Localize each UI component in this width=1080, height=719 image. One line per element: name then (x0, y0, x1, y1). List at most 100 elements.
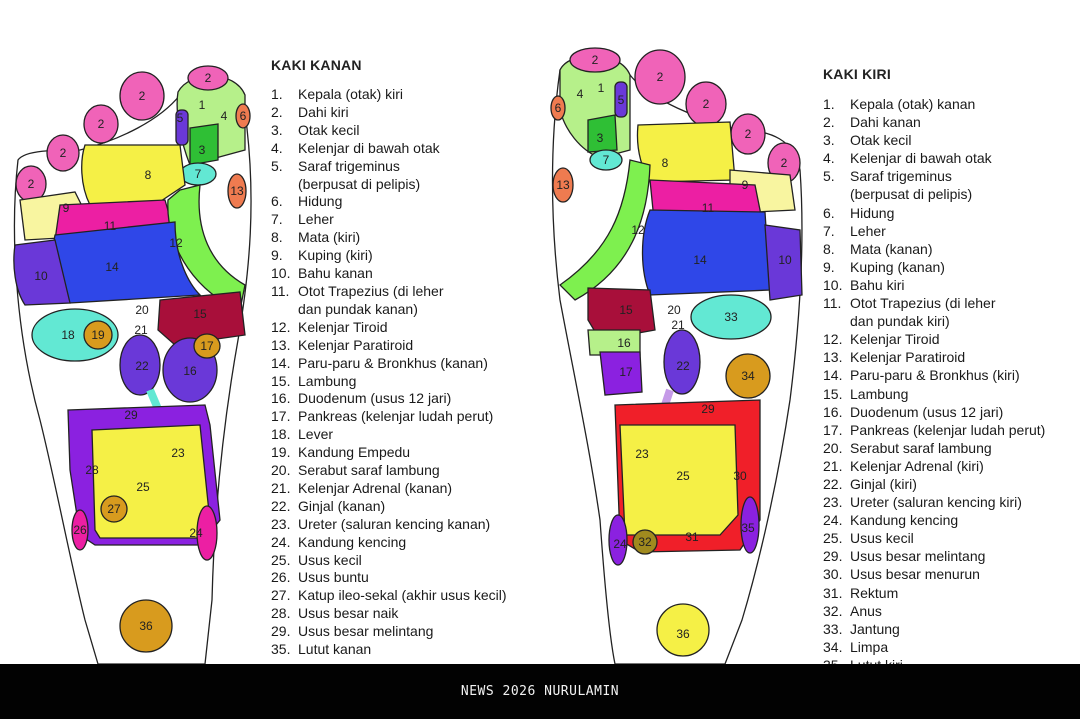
legend-item-number: 21. (823, 457, 843, 474)
legend-item-text: Anus (850, 602, 882, 619)
zone-36 (656, 603, 710, 657)
zone-2-big-toe (187, 65, 229, 91)
zone-10 (13, 239, 71, 306)
legend-item-number: 18. (271, 426, 291, 443)
legend-item-number: 7. (823, 222, 835, 239)
zone-number-label: 2 (745, 127, 752, 141)
legend-item: 20.Serabut saraf lambung (271, 462, 507, 480)
legend-item-number: 23. (271, 515, 291, 532)
zone-10 (764, 224, 803, 301)
zone-number-label: 27 (107, 502, 121, 516)
zone-number-label: 11 (104, 219, 117, 233)
legend-item: 11.Otot Trapezius (di leher (271, 283, 507, 301)
legend-item-text: Otot Trapezius (di leher (850, 295, 996, 312)
legend-item-text: Paru-paru & Bronkhus (kanan) (298, 354, 488, 371)
legend-item-number: 34. (823, 638, 843, 655)
zone-number-label: 25 (676, 469, 690, 483)
legend-item-text: Usus buntu (298, 569, 369, 586)
zone-5 (175, 109, 189, 146)
legend-item: 11.Otot Trapezius (di leher (823, 294, 1045, 312)
legend-item: 12.Kelenjar Tiroid (271, 319, 507, 337)
legend-item-text: Kandung Empedu (298, 444, 411, 461)
legend-item-text: Ureter (saluran kencing kiri) (850, 494, 1022, 511)
legend-item-text: Lambung (298, 372, 357, 389)
legend-item: 20.Serabut saraf lambung (823, 439, 1045, 457)
zone-number-label: 5 (618, 93, 625, 107)
legend-item-text: Hidung (298, 193, 343, 210)
zone-19 (83, 320, 113, 350)
legend-item: 27.Katup ileo-sekal (akhir usus kecil) (271, 587, 507, 605)
legend-item-number: 24. (271, 533, 291, 550)
foot-kaki-kiri (550, 47, 803, 664)
zone-number-label: 21 (134, 323, 148, 337)
zone-number-label: 12 (169, 236, 183, 250)
legend-item: (berpusat di pelipis) (823, 185, 1045, 203)
legend-item: 6.Hidung (823, 204, 1045, 222)
legend-item-text: Kelenjar Adrenal (kanan) (298, 479, 453, 496)
legend-item-text: dan pundak kiri) (850, 313, 950, 330)
legend-item-number: 10. (271, 265, 291, 282)
legend-item-number: 4. (271, 139, 283, 156)
zone-17 (599, 351, 643, 396)
legend-item-text: Usus besar melintang (850, 548, 986, 565)
legend-item-text: Mata (kanan) (850, 240, 933, 257)
zone-number-label: 2 (781, 156, 788, 170)
caption-bar: NEWS 2026 NURULAMIN (0, 664, 1080, 719)
zone-25 (619, 424, 739, 536)
legend-item-number: 12. (823, 331, 843, 348)
zone-number-label: 4 (221, 109, 228, 123)
legend-item-text: Leher (850, 222, 886, 239)
legend-item-text: Duodenum (usus 12 jari) (850, 403, 1004, 420)
zone-number-label: 33 (724, 310, 738, 324)
legend-item-text: Hidung (850, 204, 895, 221)
legend-item-number: 15. (271, 372, 291, 389)
legend-item: 2.Dahi kanan (823, 113, 1045, 131)
zone-32 (632, 529, 658, 555)
zone-number-label: 15 (193, 307, 207, 321)
legend-item-text: Otak kecil (298, 121, 360, 138)
zone-22 (119, 334, 161, 396)
zone-number-label: 2 (98, 117, 105, 131)
legend-item-text: Otot Trapezius (di leher (298, 282, 444, 299)
legend-item-number: 30. (823, 566, 843, 583)
zone-number-label: 34 (741, 369, 755, 383)
legend-item-number: 27. (271, 587, 291, 604)
zone-number-label: 9 (742, 178, 749, 192)
legend-item: 17.Pankreas (kelenjar ludah perut) (271, 408, 507, 426)
legend-item: 10.Bahu kiri (823, 276, 1045, 294)
legend-item: 1.Kepala (otak) kiri (271, 86, 507, 104)
zone-2-toe (634, 49, 686, 105)
legend-item: dan pundak kiri) (823, 312, 1045, 330)
legend-item: 26.Usus buntu (271, 569, 507, 587)
zone-27 (100, 495, 128, 523)
zone-number-label: 13 (230, 184, 244, 198)
legend-item-text: Kelenjar Paratiroid (850, 349, 966, 366)
legend-item-text: Paru-paru & Bronkhus (kiri) (850, 367, 1020, 384)
zone-22 (663, 329, 701, 395)
legend-item: 16.Duodenum (usus 12 jari) (823, 403, 1045, 421)
zone-number-label: 17 (619, 365, 633, 379)
legend-item: 23.Ureter (saluran kencing kanan) (271, 516, 507, 534)
legend-item: (berpusat di pelipis) (271, 176, 507, 194)
legend-item-text: Jantung (850, 620, 900, 637)
zone-number-label: 19 (91, 328, 105, 342)
legend-item-number: 25. (271, 551, 291, 568)
zone-7 (589, 149, 623, 171)
zone-number-label: 2 (703, 97, 710, 111)
legend-item-text: Mata (kiri) (298, 229, 361, 246)
legend-item-text: Usus besar melintang (298, 623, 434, 640)
zone-number-label: 20 (135, 303, 149, 317)
legend-item: 35.Lutut kanan (271, 641, 507, 659)
legend-item-text: Kandung kencing (298, 533, 407, 550)
zone-number-label: 10 (778, 253, 792, 267)
legend-item-text: Kelenjar di bawah otak (850, 150, 992, 167)
legend-item-number: 25. (823, 530, 843, 547)
zone-6 (550, 95, 566, 121)
legend-item-number: 32. (823, 602, 843, 619)
legend-item: 4.Kelenjar di bawah otak (823, 149, 1045, 167)
zone-number-label: 14 (693, 253, 707, 267)
legend-item: 10.Bahu kanan (271, 265, 507, 283)
zone-number-label: 11 (702, 201, 715, 215)
